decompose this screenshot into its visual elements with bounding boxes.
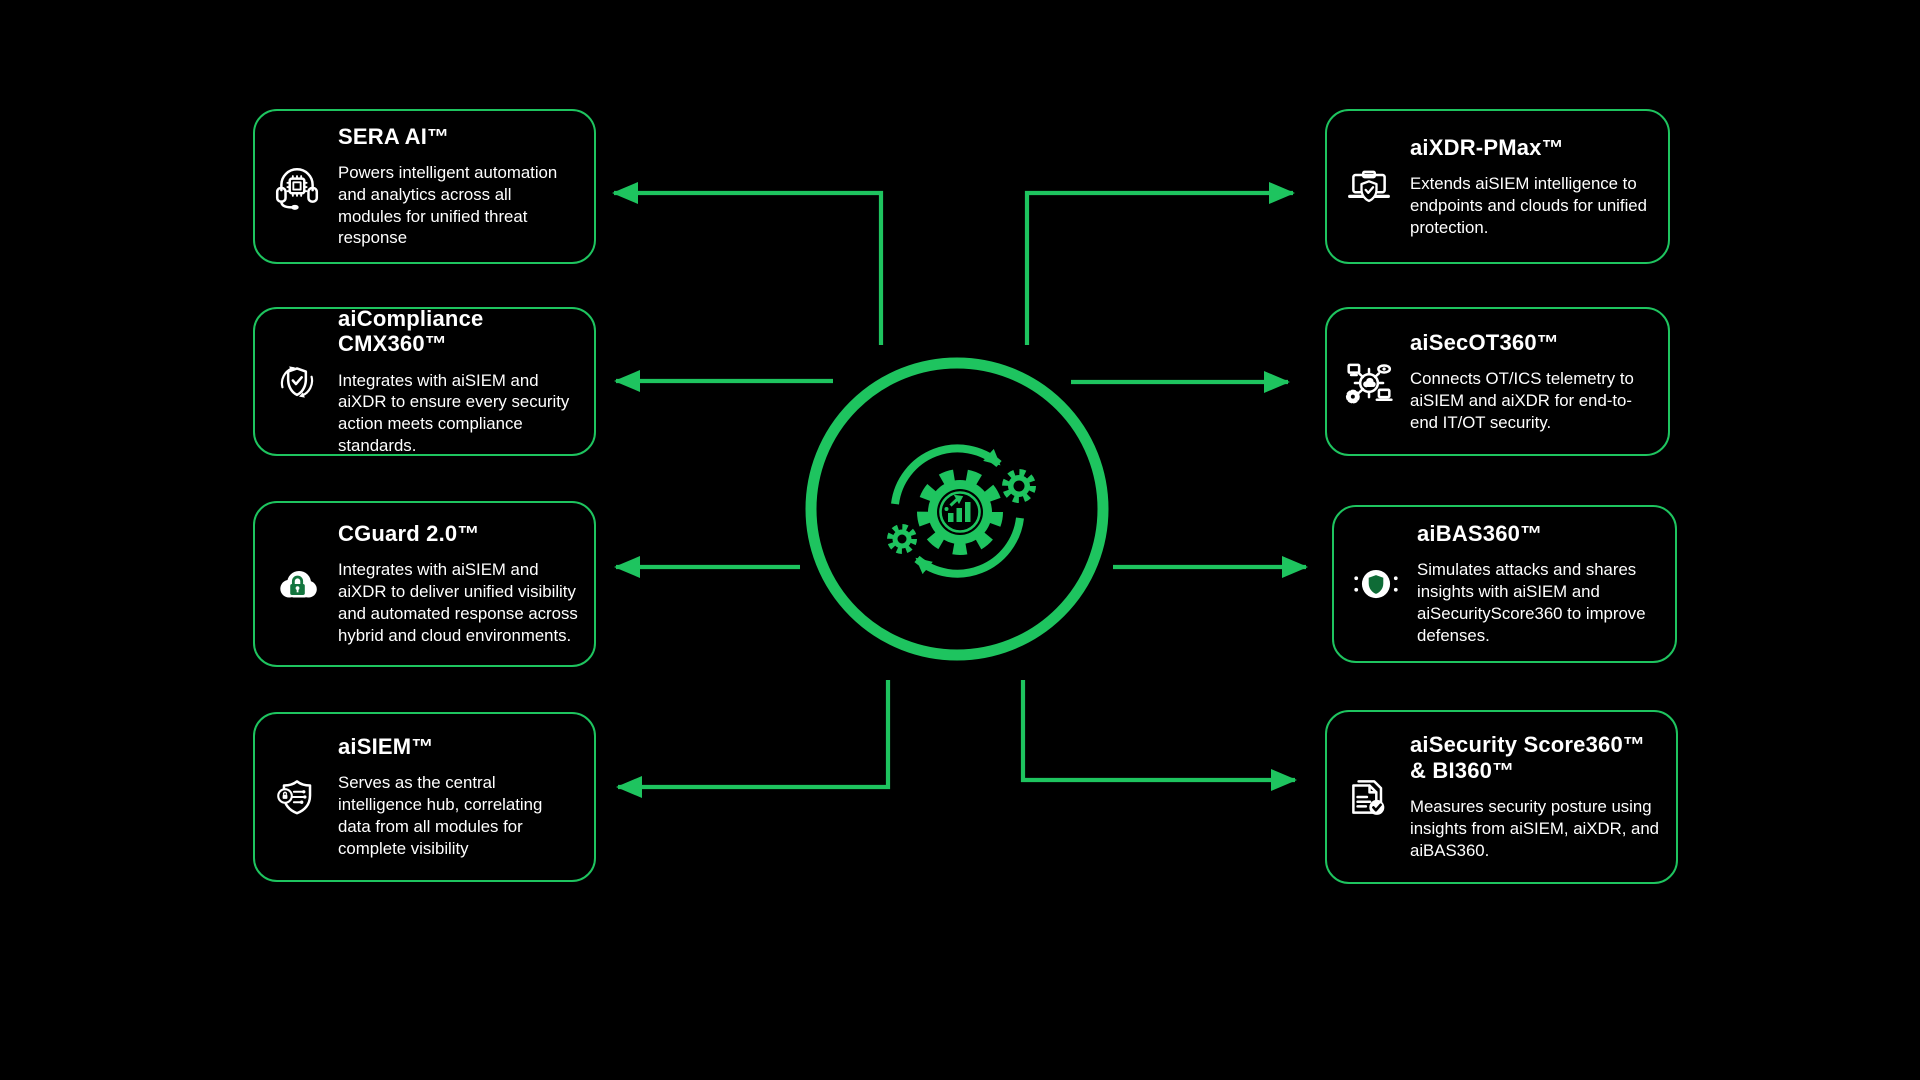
card-sera-ai: SERA AI™ Powers intelligent automation a… <box>253 109 596 264</box>
card-description: Extends aiSIEM intelligence to endpoints… <box>1410 173 1647 237</box>
ot-network-icon <box>1343 357 1395 407</box>
shield-badge-icon <box>1350 559 1402 609</box>
card-description: Integrates with aiSIEM and aiXDR to ensu… <box>338 370 570 456</box>
card-description: Connects OT/ICS telemetry to aiSIEM and … <box>1410 368 1634 432</box>
card-title: aiBAS360™ <box>1417 521 1543 547</box>
card-aicompliance-cmx360: aiCompliance CMX360™ Integrates with aiS… <box>253 306 596 456</box>
card-aisiem: aiSIEM™ Serves as the central intelligen… <box>253 712 596 882</box>
card-title: aiSecOT360™ <box>1410 329 1559 355</box>
card-description: Serves as the central intelligence hub, … <box>338 773 543 858</box>
central-hub <box>805 357 1109 661</box>
connector-arrows <box>612 182 1308 798</box>
card-aisecot360: aiSecOT360™ Connects OT/ICS telemetry to… <box>1325 307 1670 456</box>
card-title: aiSIEM™ <box>338 734 434 760</box>
card-description: Measures security posture using insights… <box>1410 797 1660 860</box>
card-description: Powers intelligent automation and analyt… <box>338 163 558 248</box>
card-title: CGuard 2.0™ <box>338 521 480 547</box>
card-cguard-2-0: CGuard 2.0™ Integrates with aiSIEM and a… <box>253 501 596 667</box>
cloud-lock-icon <box>271 559 323 609</box>
card-description: Simulates attacks and shares insights wi… <box>1417 560 1646 645</box>
card-title: aiXDR-PMax™ <box>1410 134 1564 160</box>
shield-check-sync-icon <box>271 357 323 407</box>
headset-ai-chip-icon <box>271 162 323 212</box>
laptop-shield-icon <box>1343 162 1395 212</box>
report-check-icon <box>1343 772 1395 822</box>
arrow-to-aixdr <box>1024 182 1295 345</box>
card-aisecurity-score360-bi360: aiSecurity Score360™ & BI360™ Measures s… <box>1325 710 1678 884</box>
card-title: SERA AI™ <box>338 123 450 149</box>
arrow-to-aisiem <box>616 680 891 798</box>
gears-analytics-sync-icon <box>887 444 1036 578</box>
hub-circle <box>805 357 1109 661</box>
card-title: aiCompliance CMX360™ <box>338 306 484 357</box>
card-aibas360: aiBAS360™ Simulates attacks and shares i… <box>1332 505 1677 663</box>
arrow-to-aiscore <box>1020 680 1297 791</box>
card-aixdr-pmax: aiXDR-PMax™ Extends aiSIEM intelligence … <box>1325 109 1670 264</box>
arrow-to-sera <box>612 182 884 345</box>
card-title: aiSecurity Score360™ & BI360™ <box>1410 732 1646 783</box>
card-description: Integrates with aiSIEM and aiXDR to deli… <box>338 560 578 645</box>
shield-circuit-icon <box>271 772 323 822</box>
